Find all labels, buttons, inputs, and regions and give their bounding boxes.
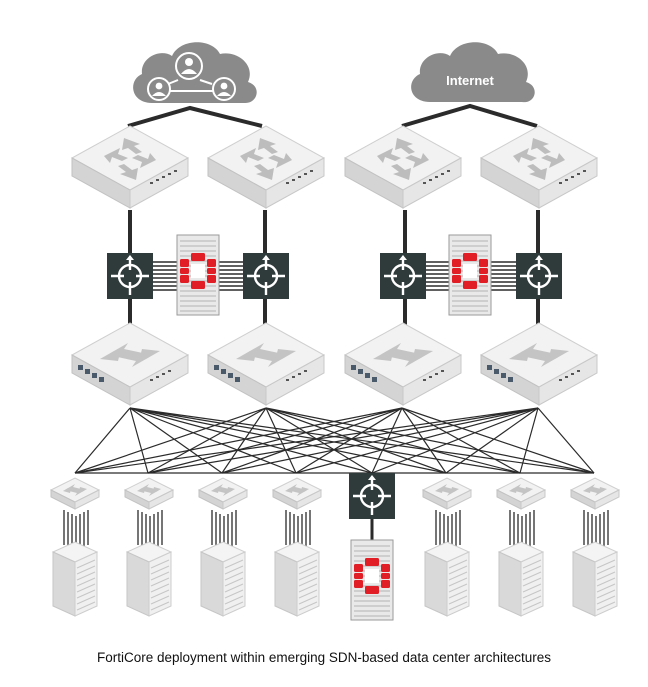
access-switch-3	[198, 477, 248, 510]
forticore-appliance-bottom	[351, 540, 393, 620]
rack-wires	[63, 510, 609, 551]
internet-cloud-icon	[411, 42, 535, 103]
internet-label: Internet	[446, 73, 494, 88]
server-rack-4	[274, 541, 320, 617]
access-switch-7	[496, 477, 546, 510]
uplink-lines	[127, 103, 538, 128]
sdn-controller-icon	[378, 251, 428, 301]
fabric-mesh	[74, 407, 595, 474]
router-3	[344, 125, 462, 209]
router-2	[207, 125, 325, 209]
server-rack-6	[424, 541, 470, 617]
server-rack-8	[572, 541, 618, 617]
access-switch-2	[124, 477, 174, 510]
l2-switch-1	[71, 322, 189, 406]
sdn-controller-icon	[514, 251, 564, 301]
server-rack-1	[52, 541, 98, 617]
access-switch-8	[570, 477, 620, 510]
sdn-controller-icon	[347, 471, 397, 521]
diagram-caption: FortiCore deployment within emerging SDN…	[97, 650, 551, 665]
server-rack-2	[126, 541, 172, 617]
access-switch-1	[50, 477, 100, 510]
users-cloud	[133, 42, 257, 104]
router-4	[480, 125, 598, 209]
forticore-appliance-left	[177, 235, 219, 315]
cluster-left	[105, 235, 291, 315]
access-switch-6	[422, 477, 472, 510]
access-switch-4	[272, 477, 322, 510]
center-bottom-cluster	[347, 471, 397, 620]
l2-switch-2	[207, 322, 325, 406]
sdn-controller-icon	[241, 251, 291, 301]
forticore-appliance-right	[449, 235, 491, 315]
server-rack-7	[498, 541, 544, 617]
l2-switch-3	[344, 322, 462, 406]
sdn-controller-icon	[105, 251, 155, 301]
cluster-right	[378, 235, 564, 315]
internet-cloud: Internet	[411, 42, 535, 103]
l2-switch-4	[480, 322, 598, 406]
router-1	[71, 125, 189, 209]
server-rack-3	[200, 541, 246, 617]
